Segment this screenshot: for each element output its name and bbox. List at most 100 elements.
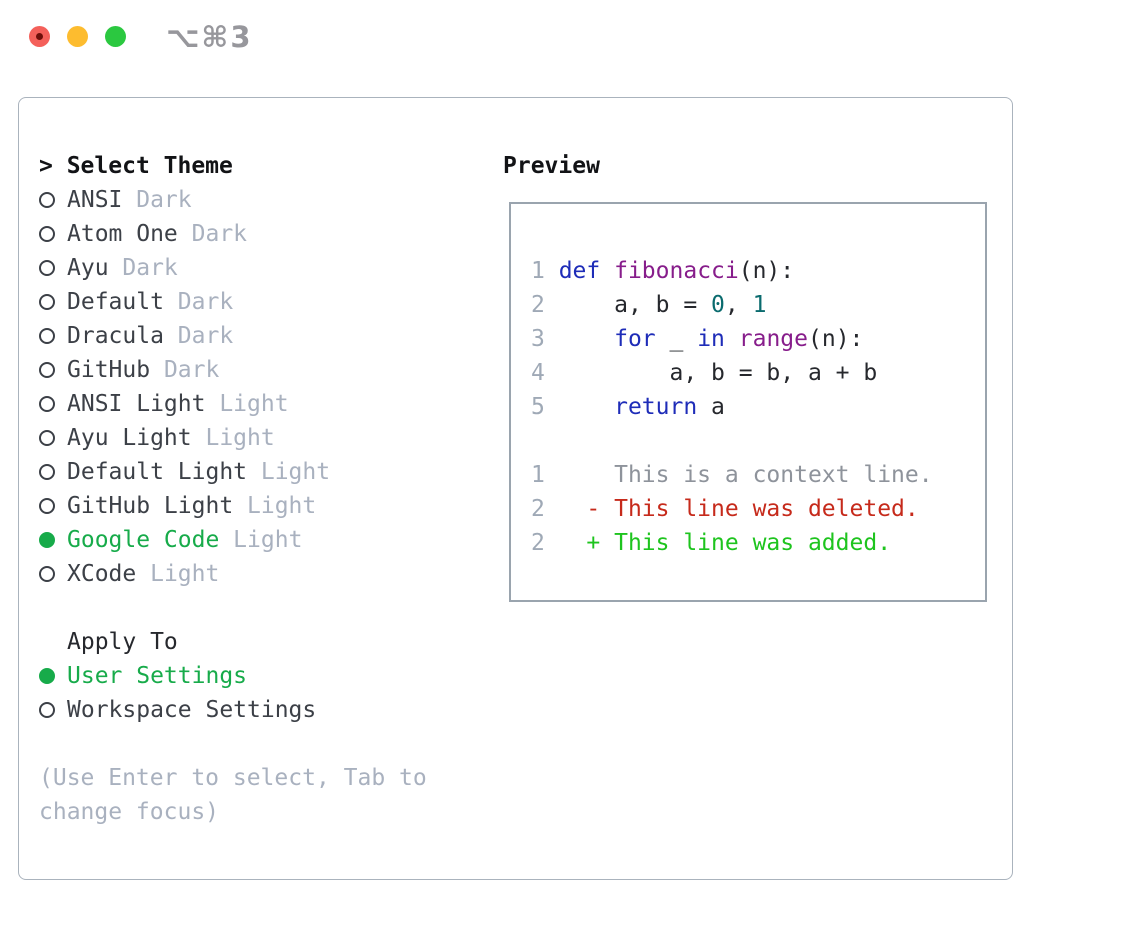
theme-item[interactable]: Ayu Dark bbox=[39, 251, 501, 285]
theme-variant-label: Light bbox=[205, 391, 289, 417]
theme-item[interactable]: ANSI Dark bbox=[39, 183, 501, 217]
line-number: 1 bbox=[531, 462, 559, 488]
code-token bbox=[600, 258, 614, 284]
radio-selected-icon bbox=[39, 668, 67, 684]
radio-circle bbox=[39, 328, 55, 344]
code-token: This is a context line. bbox=[558, 462, 933, 488]
theme-variant-label: Light bbox=[247, 459, 331, 485]
theme-item[interactable]: Default Dark bbox=[39, 285, 501, 319]
theme-variant-label: Light bbox=[233, 493, 317, 519]
apply-to-option[interactable]: User Settings bbox=[39, 659, 501, 693]
apply-to-option[interactable]: Workspace Settings bbox=[39, 693, 501, 727]
radio-unselected-icon bbox=[39, 464, 67, 480]
radio-circle bbox=[39, 192, 55, 208]
radio-unselected-icon bbox=[39, 362, 67, 378]
code-token: a, b = b, a + b bbox=[558, 360, 878, 386]
title-bar: ⌥⌘3 bbox=[0, 0, 1140, 70]
radio-unselected-icon bbox=[39, 226, 67, 242]
radio-unselected-icon bbox=[39, 260, 67, 276]
theme-variant-label: Dark bbox=[108, 255, 178, 281]
radio-unselected-icon bbox=[39, 566, 67, 582]
radio-circle bbox=[39, 566, 55, 582]
radio-circle bbox=[39, 260, 55, 276]
radio-circle bbox=[39, 226, 55, 242]
theme-variant-label: Light bbox=[136, 561, 220, 587]
minimize-button[interactable] bbox=[67, 26, 88, 47]
line-number: 4 bbox=[531, 360, 559, 386]
theme-name: XCode bbox=[67, 561, 137, 587]
code-token: (n): bbox=[808, 326, 864, 352]
line-number: 5 bbox=[531, 394, 559, 420]
radio-unselected-icon bbox=[39, 192, 67, 208]
theme-name: ANSI Light bbox=[67, 391, 206, 417]
radio-circle bbox=[39, 702, 55, 718]
theme-name: Ayu bbox=[67, 255, 109, 281]
code-token bbox=[559, 326, 614, 352]
radio-selected-icon bbox=[39, 532, 67, 548]
line-number: 2 bbox=[531, 292, 559, 318]
code-token: def bbox=[558, 258, 601, 284]
line-number: 3 bbox=[531, 326, 559, 352]
apply-to-label: User Settings bbox=[67, 663, 248, 689]
radio-circle bbox=[39, 396, 55, 412]
theme-name: Dracula bbox=[67, 323, 164, 349]
theme-item[interactable]: Dracula Dark bbox=[39, 319, 501, 353]
window-title: ⌥⌘3 bbox=[166, 20, 253, 54]
code-line: 2 + This line was added. bbox=[531, 526, 985, 560]
select-theme-title: Select Theme bbox=[66, 153, 233, 179]
code-token: + This line was added. bbox=[558, 530, 892, 556]
zoom-button[interactable] bbox=[105, 26, 126, 47]
theme-item[interactable]: Ayu Light Light bbox=[39, 421, 501, 455]
line-number: 1 bbox=[531, 258, 559, 284]
theme-name: Ayu Light bbox=[67, 425, 192, 451]
code-token: return bbox=[614, 394, 698, 420]
cursor-prefix: > bbox=[39, 153, 67, 179]
theme-item[interactable]: GitHub Dark bbox=[39, 353, 501, 387]
theme-item[interactable]: Google Code Light bbox=[39, 523, 501, 557]
code-token: in bbox=[697, 326, 725, 352]
theme-item[interactable]: ANSI Light Light bbox=[39, 387, 501, 421]
select-theme-header: > Select Theme bbox=[39, 149, 501, 183]
theme-item[interactable]: Atom One Dark bbox=[39, 217, 501, 251]
help-text: (Use Enter to select, Tab to change focus… bbox=[39, 761, 501, 829]
theme-variant-label: Dark bbox=[150, 357, 220, 383]
code-token: range bbox=[738, 326, 808, 352]
theme-variant-label: Light bbox=[219, 527, 303, 553]
spacer-row bbox=[39, 727, 501, 761]
radio-unselected-icon bbox=[39, 396, 67, 412]
theme-name: Google Code bbox=[67, 527, 220, 553]
close-button[interactable] bbox=[29, 26, 50, 47]
traffic-lights bbox=[29, 26, 126, 47]
theme-item[interactable]: XCode Light bbox=[39, 557, 501, 591]
code-line: 1 This is a context line. bbox=[531, 458, 985, 492]
code-token bbox=[725, 326, 739, 352]
code-token: _ bbox=[655, 326, 698, 352]
spacer-row bbox=[39, 591, 501, 625]
code-line: 1 def fibonacci(n): bbox=[531, 254, 985, 288]
theme-item[interactable]: Default Light Light bbox=[39, 455, 501, 489]
help-text-line: (Use Enter to select, Tab to bbox=[39, 765, 427, 791]
theme-item[interactable]: GitHub Light Light bbox=[39, 489, 501, 523]
theme-name: Default bbox=[67, 289, 164, 315]
radio-unselected-icon bbox=[39, 498, 67, 514]
theme-name: ANSI bbox=[67, 187, 123, 213]
code-line: 3 for _ in range(n): bbox=[531, 322, 985, 356]
code-line: 4 a, b = b, a + b bbox=[531, 356, 985, 390]
theme-variant-label: Dark bbox=[177, 221, 248, 247]
theme-name: GitHub Light bbox=[67, 493, 234, 519]
theme-variant-label: Dark bbox=[163, 289, 234, 315]
radio-circle bbox=[39, 532, 55, 548]
theme-variant-label: Dark bbox=[122, 187, 192, 213]
code-blank-line bbox=[531, 424, 985, 458]
radio-circle bbox=[39, 362, 55, 378]
help-text-line: change focus) bbox=[39, 799, 220, 825]
radio-circle bbox=[39, 430, 55, 446]
theme-name: Atom One bbox=[67, 221, 178, 247]
code-line: 2 a, b = 0, 1 bbox=[531, 288, 985, 322]
code-line: 5 return a bbox=[531, 390, 985, 424]
radio-unselected-icon bbox=[39, 328, 67, 344]
